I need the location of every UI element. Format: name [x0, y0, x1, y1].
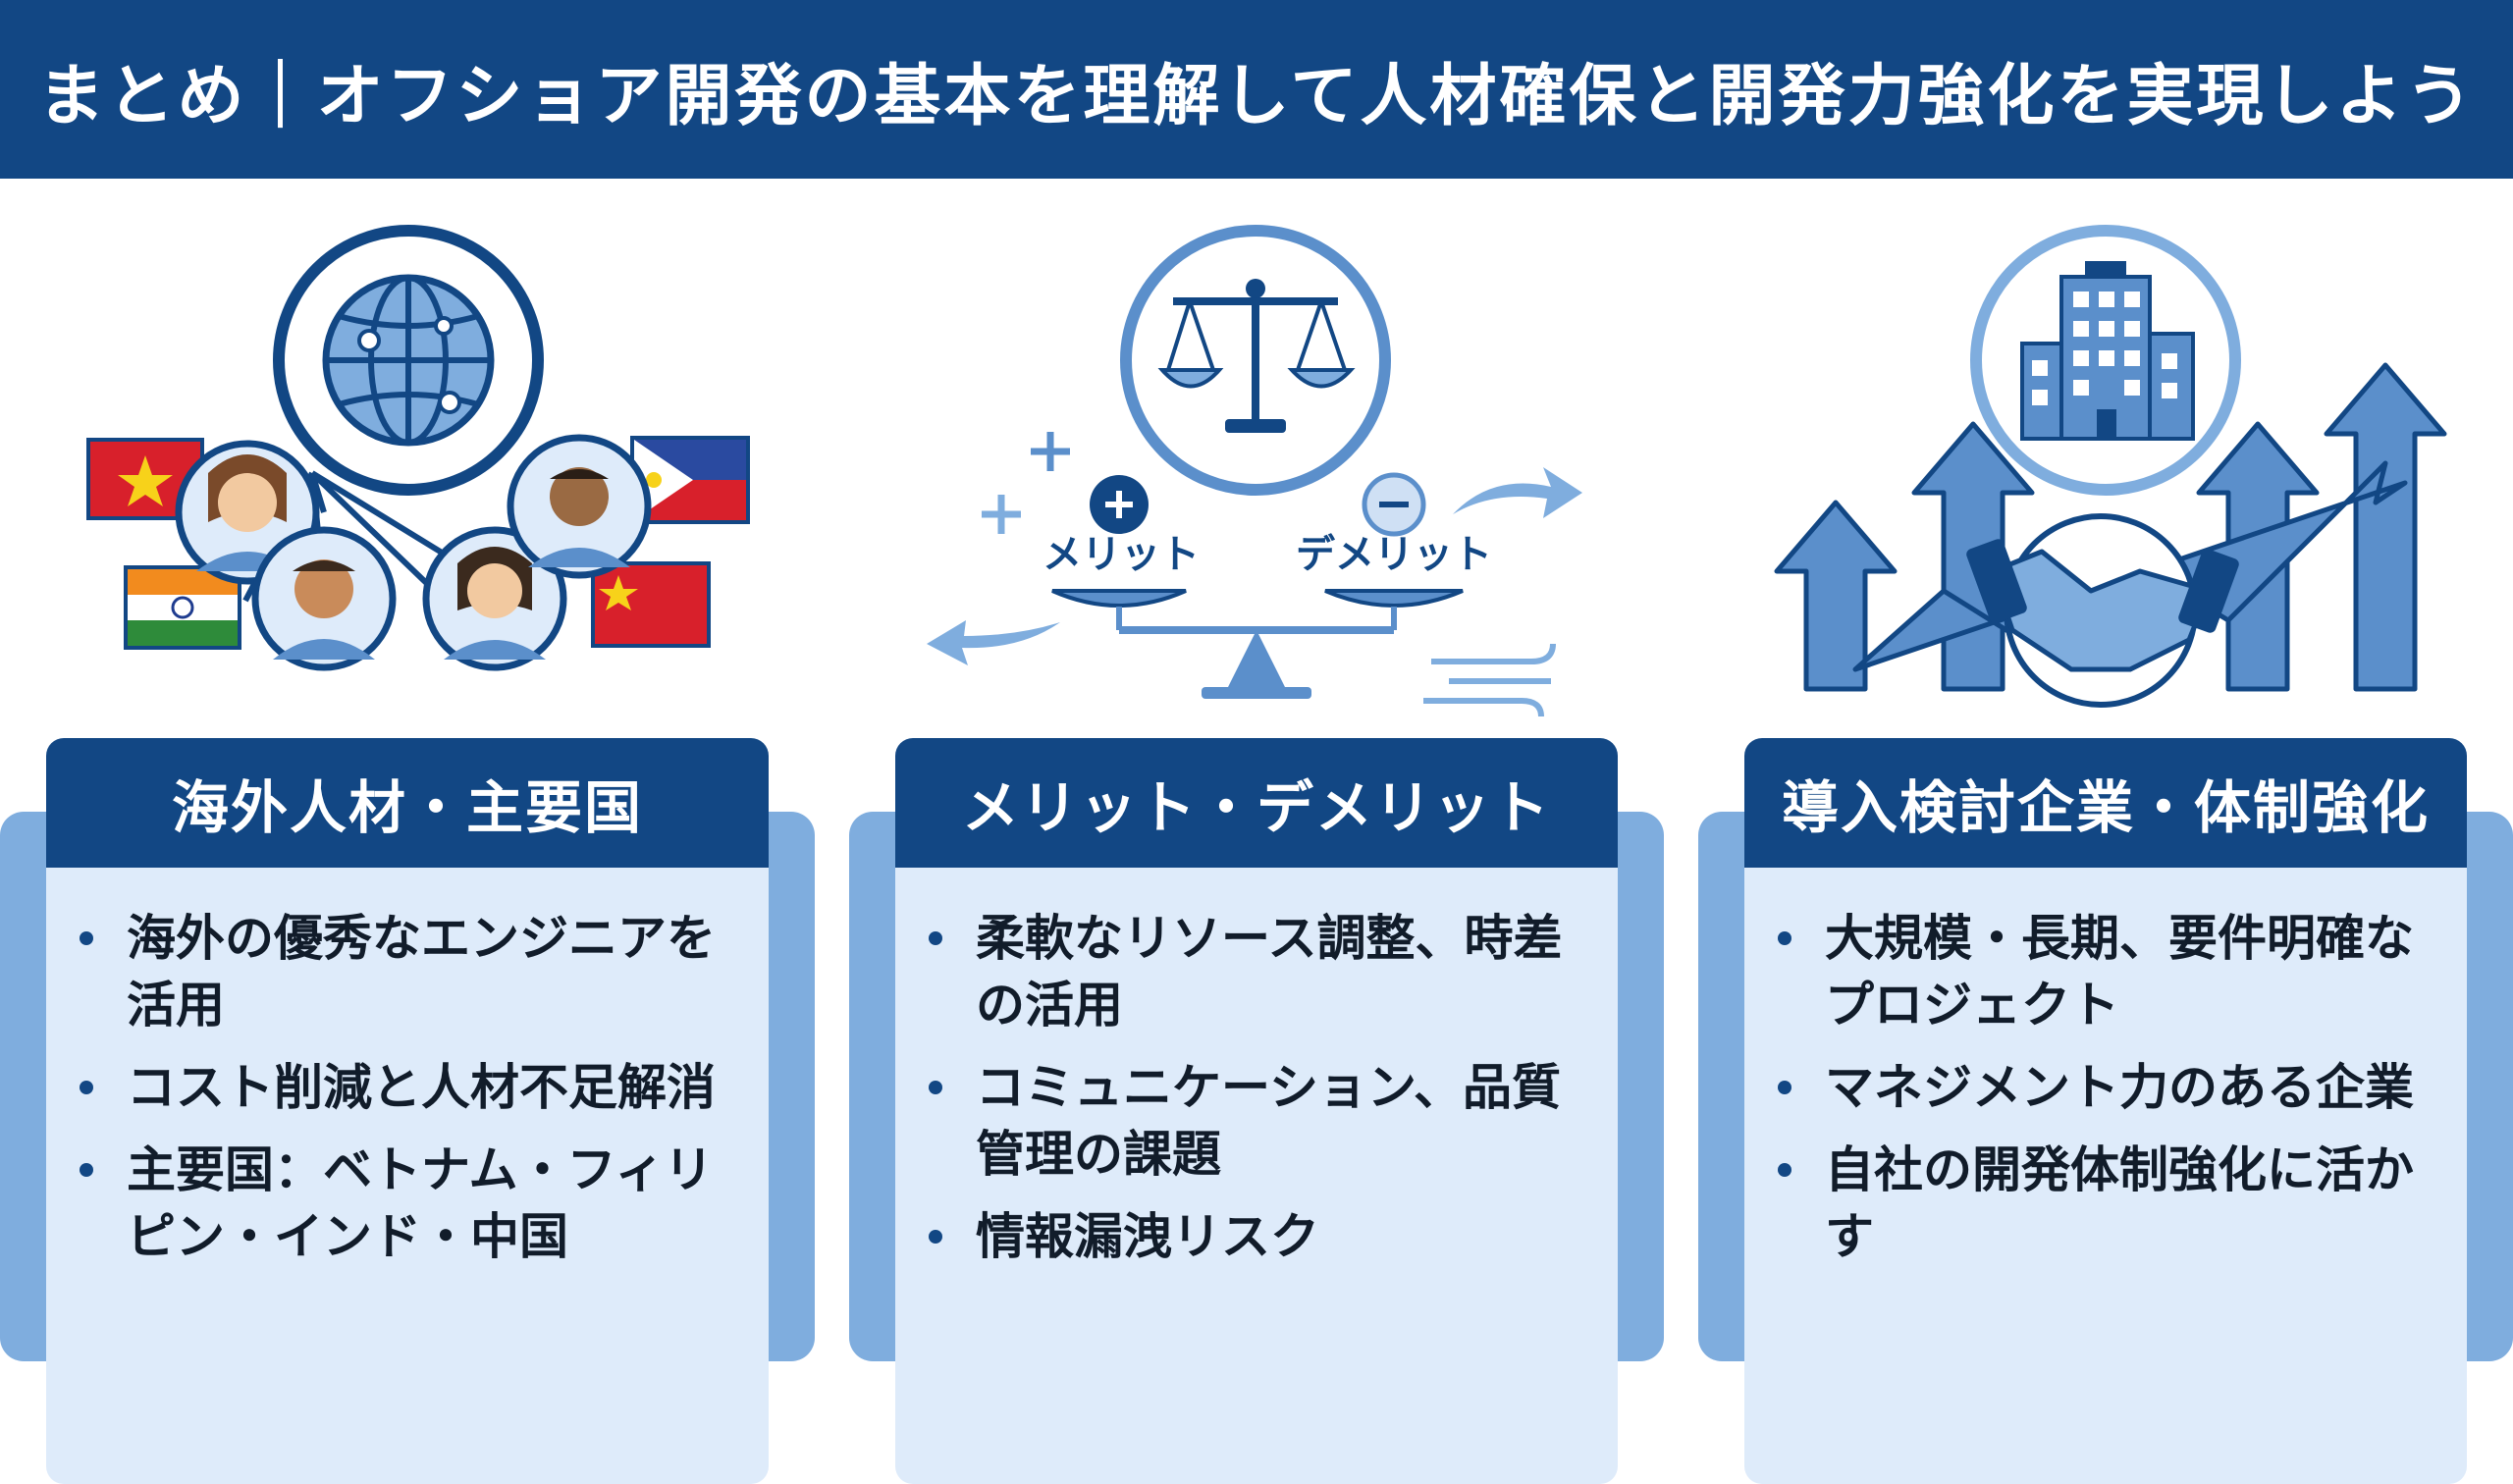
- plus-icon: [982, 432, 1149, 534]
- card-heading: メリット・デメリット: [895, 738, 1618, 868]
- minus-icon: [1362, 472, 1426, 537]
- demerit-label: デメリット: [1296, 532, 1492, 577]
- bullet-list: 柔軟なリソース調整、時差の活用 コミュニケーション、品質管理の課題 情報漏洩リス…: [895, 868, 1618, 1270]
- column-companies: 導入検討企業・体制強化 大規模・長期、要件明確なプロジェクト マネジメント力のあ…: [1698, 179, 2513, 1484]
- card-merits: メリット・デメリット 柔軟なリソース調整、時差の活用 コミュニケーション、品質管…: [895, 738, 1618, 1484]
- bullet-list: 海外の優秀なエンジニアを活用 コスト削減と人材不足解消 主要国：ベトナム・フィリ…: [46, 868, 769, 1270]
- wind-icon: [1423, 643, 1556, 717]
- list-item: コミュニケーション、品質管理の課題: [925, 1054, 1588, 1188]
- india-flag: [124, 565, 241, 650]
- list-item: 情報漏洩リスク: [925, 1203, 1588, 1270]
- company-illustration: [1774, 225, 2447, 708]
- card-heading: 海外人材・主要国: [46, 738, 769, 868]
- list-item: マネジメント力のある企業: [1774, 1054, 2437, 1121]
- card-overseas-talent: 海外人材・主要国 海外の優秀なエンジニアを活用 コスト削減と人材不足解消 主要国…: [46, 738, 769, 1484]
- overseas-talent-illustration: [86, 225, 750, 671]
- list-item: コスト削減と人材不足解消: [76, 1054, 739, 1121]
- list-item: 大規模・長期、要件明確なプロジェクト: [1774, 905, 2437, 1038]
- arrow-icon: [927, 467, 1582, 665]
- card-heading: 導入検討企業・体制強化: [1744, 738, 2467, 868]
- vietnam-flag: [86, 438, 204, 520]
- merit-label: メリット: [1043, 532, 1200, 577]
- globe-icon: [273, 225, 544, 496]
- person-icon: [251, 526, 397, 671]
- header-banner: まとめ｜オフショア開発の基本を理解して人材確保と開発力強化を実現しよう: [0, 0, 2513, 179]
- scale-base: [1051, 589, 1464, 699]
- column-merits: メリット デメリット メリット・デメリット 柔軟なリソース調整、時差の活用 コミ…: [844, 179, 1688, 1484]
- list-item: 海外の優秀なエンジニアを活用: [76, 905, 739, 1038]
- person-icon: [507, 434, 652, 579]
- list-item: 主要国：ベトナム・フィリピン・インド・中国: [76, 1137, 739, 1270]
- balance-scale-icon: [1120, 225, 1391, 496]
- bullet-list: 大規模・長期、要件明確なプロジェクト マネジメント力のある企業 自社の開発体制強…: [1744, 868, 2467, 1270]
- list-item: 柔軟なリソース調整、時差の活用: [925, 905, 1588, 1038]
- page-title: まとめ｜オフショア開発の基本を理解して人材確保と開発力強化を実現しよう: [37, 57, 2476, 135]
- card-companies: 導入検討企業・体制強化 大規模・長期、要件明確なプロジェクト マネジメント力のあ…: [1744, 738, 2467, 1484]
- list-item: 自社の開発体制強化に活かす: [1774, 1137, 2437, 1270]
- handshake-icon: [1966, 513, 2239, 708]
- china-flag: [591, 561, 711, 648]
- building-icon: [1970, 225, 2241, 496]
- merit-demerit-illustration: メリット デメリット: [927, 225, 1582, 717]
- column-overseas-talent: 海外人材・主要国 海外の優秀なエンジニアを活用 コスト削減と人材不足解消 主要国…: [0, 179, 844, 1484]
- person-icon: [422, 526, 567, 671]
